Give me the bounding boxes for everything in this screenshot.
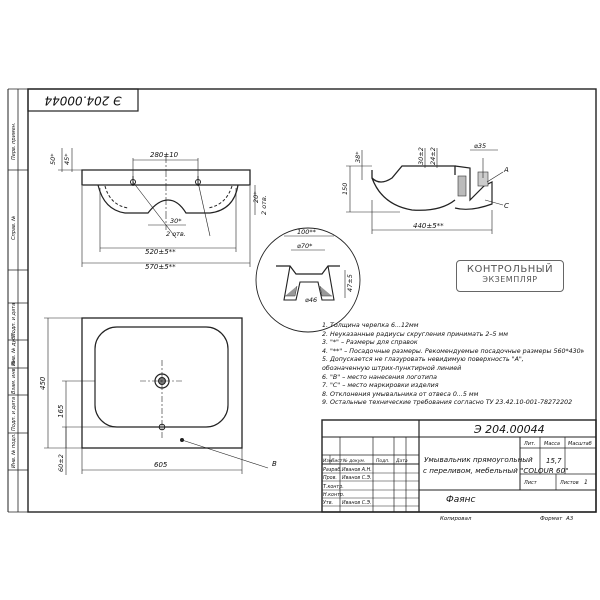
title-block-role: Утв.	[323, 500, 333, 506]
note-line: 8. Отклонения умывальника от отвеса 0...…	[322, 390, 479, 398]
title-block-header: Лист	[330, 458, 343, 464]
side-strip-label: Подп. и дата	[11, 397, 17, 431]
dim-front-20: 20*	[252, 191, 260, 203]
title-block-header: Изм.	[323, 458, 334, 464]
side-strip: Перв. примен. Справ. № Подп. и дата Инв.…	[7, 88, 28, 513]
note-line: 3. "*" – Размеры для справок	[322, 339, 418, 347]
dim-plan-605: 605	[154, 461, 168, 469]
stamp-line-1: КОНТРОЛЬНЫЙ	[466, 264, 554, 275]
note-line: 4. "**" – Посадочные размеры. Рекомендуе…	[322, 347, 584, 355]
mass-value: 15,7	[546, 457, 562, 465]
scale-label: Масштаб	[568, 441, 592, 447]
dim-detail-100: 100**	[297, 228, 317, 236]
side-strip-label: Инв. № дубл.	[11, 332, 17, 366]
note-line: 9. Остальные технические требования согл…	[322, 399, 573, 407]
dim-front-30: 30*	[170, 217, 182, 225]
material: Фаянс	[446, 495, 476, 505]
title-block-role: Пров.	[323, 475, 337, 481]
title-block-header: Подп.	[376, 458, 390, 464]
title-line-1: Умывальник прямоугольный	[424, 455, 533, 464]
title-block-name: Иванов С.Э.	[342, 500, 372, 506]
note-line: 6. "В" – место нанесения логотипа	[322, 373, 437, 381]
dim-front-570: 570±5**	[145, 263, 176, 271]
mass-label: Масса	[544, 441, 560, 447]
title-block-name: Иванов А.Н.	[342, 467, 372, 473]
dim-side-38: 38*	[354, 151, 362, 163]
title-line-2: с переливом, мебельный "COLOUR 60"	[423, 466, 569, 475]
note-line: 2. Неуказанные радиусы скругления приним…	[322, 330, 509, 338]
note-line: 1. Толщина черепка 6...12мм	[322, 322, 419, 329]
sheets-label: Листов	[559, 480, 579, 486]
note-line: 5. Допускается не глазуровать невидимую …	[322, 356, 524, 364]
title-block-name: Иванов С.Э.	[342, 475, 372, 481]
detail-circle-view	[255, 227, 361, 333]
label-plan-B: В	[272, 460, 277, 468]
stamp-line-2: ЭКЗЕМПЛЯР	[482, 275, 538, 284]
dim-front-280: 280±10	[150, 151, 179, 159]
dim-detail-d70: ⌀70*	[297, 242, 313, 250]
title-block	[321, 419, 597, 513]
dim-plan-60: 60±2	[57, 454, 65, 472]
format-value: А3	[565, 516, 574, 522]
designation-rotated: Э 204.00044	[44, 94, 122, 108]
dim-plan-165: 165	[57, 404, 65, 418]
dim-side-30: 30±2	[417, 147, 425, 165]
sheets-count: 1	[584, 479, 588, 486]
designation: Э 204.00044	[473, 423, 545, 436]
dim-side-24: 24±2	[429, 147, 437, 165]
side-strip-label: Подп. и дата	[11, 303, 17, 337]
sheet-frame	[27, 88, 597, 513]
side-strip-label: Инв. № подл.	[11, 434, 17, 469]
dim-front-2otv-a: 2 отв.	[260, 195, 268, 215]
label-side-C: С	[504, 202, 509, 210]
note-line: 7. "С" – место маркировки изделия	[322, 382, 439, 390]
title-block-role: Т.контр.	[323, 484, 344, 490]
dim-detail-d46: ⌀46	[305, 296, 317, 304]
side-strip-label: Взам. инв. №	[11, 360, 17, 394]
side-strip-label: Перв. примен.	[11, 122, 17, 160]
dim-front-520: 520±5**	[145, 248, 176, 256]
title-block-header: № докум.	[342, 458, 365, 464]
title-block-role: Разраб.	[323, 467, 342, 473]
side-strip-label: Справ. №	[11, 216, 17, 240]
title-block-role: Н.контр.	[323, 492, 344, 498]
copied-label: Копировал	[440, 516, 472, 522]
format-label: Формат	[540, 516, 563, 522]
dim-side-150: 150	[341, 183, 349, 195]
dim-side-d35: ⌀35	[474, 142, 486, 150]
technical-notes: 1. Толщина черепка 6...12мм 2. Неуказанн…	[322, 322, 584, 408]
dim-front-45: 45*	[63, 153, 71, 165]
dim-front-50: 50*	[49, 153, 57, 165]
side-section-view	[346, 148, 504, 234]
dim-detail-47: 47±5	[346, 274, 354, 292]
dim-plan-450: 450	[39, 376, 47, 390]
dim-front-2otv-b: 2 отв.	[166, 230, 186, 238]
sheet-label: Лист	[523, 480, 538, 486]
title-block-header: Дата	[395, 458, 408, 464]
dim-side-440: 440±5**	[413, 222, 444, 230]
label-side-A: А	[503, 166, 509, 174]
note-line: обозначенную штрих-пунктирной линией	[322, 364, 462, 372]
lit-label: Лит.	[523, 441, 536, 447]
designation-box-rotated: Э 204.00044	[27, 88, 139, 112]
control-copy-stamp: КОНТРОЛЬНЫЙ ЭКЗЕМПЛЯР	[456, 260, 564, 292]
plan-view	[44, 317, 269, 475]
front-view	[58, 148, 256, 267]
